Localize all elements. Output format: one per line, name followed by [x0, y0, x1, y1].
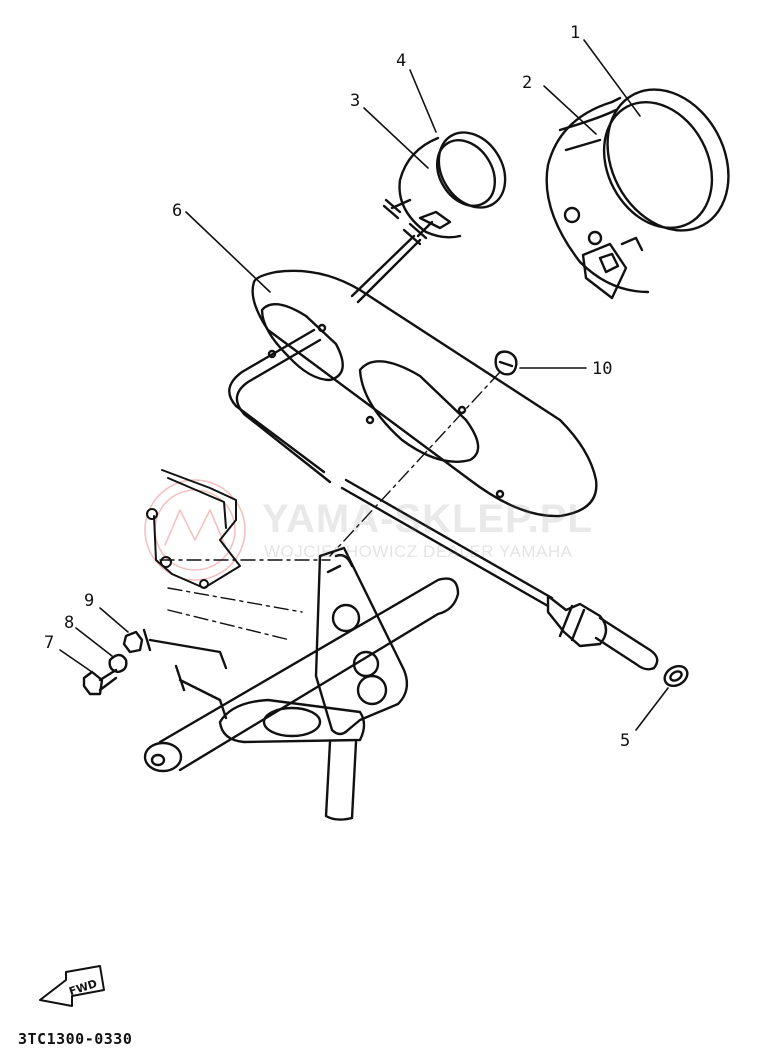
watermark-subtitle: WOJCIECHOWICZ DEALER YAMAHA [264, 542, 573, 561]
grommet [494, 350, 518, 376]
washer [663, 664, 689, 688]
bolt [82, 668, 118, 696]
part-number-1: 1 [570, 23, 580, 43]
small-gauge [382, 131, 507, 239]
leader-line-2 [543, 85, 597, 135]
watermark-brand: YAMA-SKLEP.PL [262, 497, 593, 541]
alignment-line-a [329, 371, 501, 557]
leader-line-7 [59, 649, 93, 673]
part-number-4: 4 [396, 51, 406, 71]
leader-line-3 [363, 107, 429, 169]
lower-bracket [146, 469, 241, 589]
leader-line-8 [75, 627, 113, 657]
watermark-logo-icon [144, 479, 246, 581]
small-washer [108, 653, 128, 674]
small-nut [122, 630, 144, 654]
part-number-5: 5 [620, 731, 630, 751]
speedometer-housing [545, 88, 730, 300]
meter-panel [251, 269, 598, 518]
part-number-2: 2 [522, 73, 532, 93]
fwd-arrow-icon [39, 965, 105, 1007]
part-number-9: 9 [84, 591, 94, 611]
part-number-3: 3 [350, 91, 360, 111]
part-number-7: 7 [44, 633, 54, 653]
leader-line-1 [583, 39, 641, 117]
meter-cable-upper [350, 234, 416, 298]
part-number-6: 6 [172, 201, 182, 221]
leader-line-6 [185, 211, 271, 293]
meter-cable-lower [340, 486, 550, 608]
diagram-code: 3TC1300-0330 [18, 1030, 133, 1048]
leader-line-4 [409, 69, 437, 133]
leader-line-5 [635, 687, 669, 731]
handlebar-crown [142, 546, 460, 821]
leader-line-9 [99, 607, 129, 633]
cable-loop [235, 338, 332, 484]
part-number-8: 8 [64, 613, 74, 633]
part-number-10: 10 [592, 359, 612, 379]
fwd-badge-label: FWD [67, 977, 98, 998]
